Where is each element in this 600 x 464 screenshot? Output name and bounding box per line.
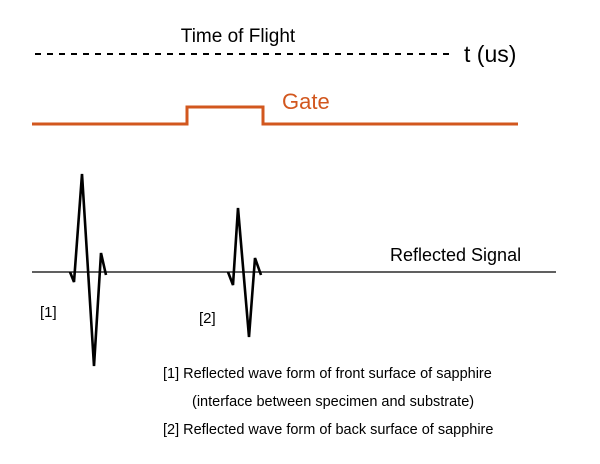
pulse-2-waveform <box>226 207 263 338</box>
note-2: [2] Reflected wave form of back surface … <box>163 422 493 438</box>
reflected-signal-label: Reflected Signal <box>390 245 521 265</box>
pulse-1-waveform <box>68 173 108 367</box>
note-1: [1] Reflected wave form of front surface… <box>163 366 492 382</box>
time-axis-unit-label: t (us) <box>464 41 516 67</box>
time-of-flight-title: Time of Flight <box>181 26 296 47</box>
pulse-1-marker: [1] <box>40 304 57 321</box>
note-1-detail: (interface between specimen and substrat… <box>192 394 474 410</box>
gate-waveform <box>32 105 518 126</box>
gate-label: Gate <box>282 89 330 114</box>
pulse-2-marker: [2] <box>199 310 216 327</box>
